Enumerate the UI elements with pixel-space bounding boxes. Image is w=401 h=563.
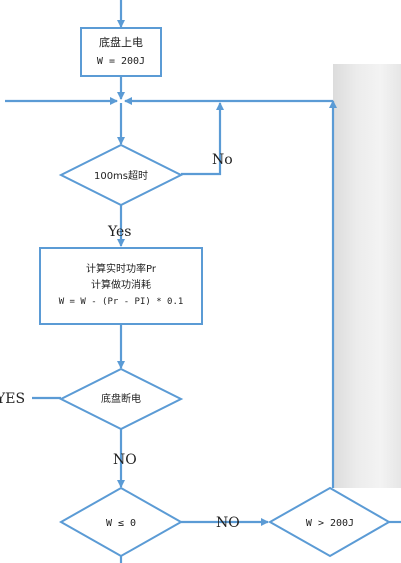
compute-box — [39, 247, 203, 325]
photo-background — [333, 64, 401, 488]
power-on-label: 底盘上电 — [99, 35, 143, 49]
yes-label-off: YES — [0, 391, 25, 407]
yes-label-timeout: Yes — [107, 224, 132, 240]
timeout-diamond — [58, 143, 184, 207]
edge-timeout-no-loop — [181, 102, 224, 176]
no-label-timeout: No — [212, 152, 233, 168]
power-on-energy: W = 200J — [97, 56, 145, 67]
w-nonpositive-label: W ≤ 0 — [106, 518, 136, 529]
no-label-w: NO — [216, 515, 240, 531]
timeout-label: 100ms超时 — [94, 169, 148, 182]
power-on-box — [80, 27, 162, 77]
chassis-off-label: 底盘断电 — [101, 392, 141, 405]
compute-line-2: 计算做功消耗 — [91, 278, 151, 291]
chassis-off-diamond — [58, 367, 184, 431]
compute-line-1: 计算实时功率Pr — [86, 262, 157, 275]
no-label-off: NO — [113, 452, 137, 468]
compute-line-3: W = W - (Pr - PI) * 0.1 — [59, 297, 184, 307]
w-nonpositive-diamond — [58, 486, 184, 558]
w-gt-200-diamond — [267, 486, 392, 558]
w-gt-200-label: W > 200J — [306, 518, 354, 529]
